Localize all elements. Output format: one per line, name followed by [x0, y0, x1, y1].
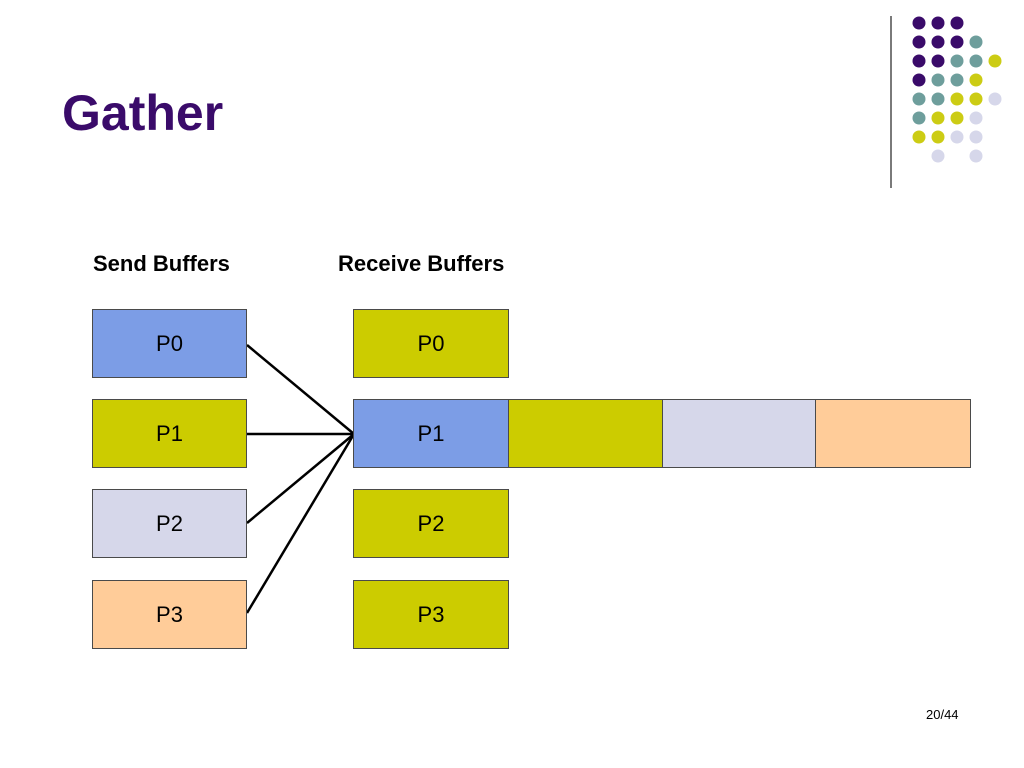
gathered-segment-p2	[662, 399, 816, 468]
receive-buffer-p3: P3	[353, 580, 509, 649]
decor-dot	[912, 54, 926, 68]
gathered-segment-p1	[508, 399, 663, 468]
send-buffer-p2: P2	[92, 489, 247, 558]
decor-dot	[969, 54, 983, 68]
decor-dot	[969, 92, 983, 106]
receive-buffers-label: Receive Buffers	[338, 251, 505, 276]
receive-buffer-p1-label: P1	[417, 420, 445, 446]
decor-dot	[912, 16, 926, 30]
decorative-dot-grid	[912, 16, 1002, 163]
receive-buffer-p3-label: P3	[417, 601, 445, 627]
send-buffer-p2-label: P2	[156, 510, 183, 536]
connector-p2-to-p1	[246, 433, 355, 524]
receive-buffer-p0: P0	[353, 309, 509, 378]
decor-dot	[988, 92, 1002, 106]
decor-dot	[969, 35, 983, 49]
decor-dot	[969, 149, 983, 163]
decor-dot	[931, 16, 945, 30]
send-buffer-p3: P3	[92, 580, 247, 649]
decor-dot	[912, 35, 926, 49]
gathered-segment-p3	[815, 399, 971, 468]
send-buffer-p1-label: P1	[156, 420, 183, 446]
decor-dot	[969, 73, 983, 87]
decor-dot	[931, 111, 945, 125]
decor-dot	[912, 92, 926, 106]
decor-dot	[931, 54, 945, 68]
decor-dot	[969, 130, 983, 144]
decor-dot	[931, 73, 945, 87]
send-buffer-p0: P0	[92, 309, 247, 378]
decor-dot	[969, 111, 983, 125]
send-buffer-p0-label: P0	[156, 330, 183, 356]
decor-dot	[950, 92, 964, 106]
receive-buffer-p2: P2	[353, 489, 509, 558]
decor-dot	[950, 111, 964, 125]
decor-dot	[950, 73, 964, 87]
decor-dot	[931, 149, 945, 163]
decor-dot	[912, 111, 926, 125]
receive-buffer-p0-label: P0	[417, 330, 445, 356]
decor-dot	[950, 130, 964, 144]
decor-dot	[912, 130, 926, 144]
page-number: 20/44	[926, 707, 959, 722]
send-buffer-p3-label: P3	[156, 601, 183, 627]
connector-p0-to-p1	[246, 344, 355, 435]
decor-dot	[931, 92, 945, 106]
send-buffers-label: Send Buffers	[93, 251, 230, 276]
decor-dot	[931, 130, 945, 144]
receive-buffer-p2-label: P2	[417, 510, 445, 536]
slide-title: Gather	[62, 85, 224, 141]
decor-dot	[950, 35, 964, 49]
decor-dot	[950, 54, 964, 68]
receive-buffer-p1: P1	[353, 399, 509, 468]
decor-dot	[912, 73, 926, 87]
decor-dot	[988, 54, 1002, 68]
header-divider	[890, 16, 892, 188]
decor-dot	[931, 35, 945, 49]
connector-p3-to-p1	[245, 433, 356, 614]
send-buffer-p1: P1	[92, 399, 247, 468]
decor-dot	[950, 16, 964, 30]
